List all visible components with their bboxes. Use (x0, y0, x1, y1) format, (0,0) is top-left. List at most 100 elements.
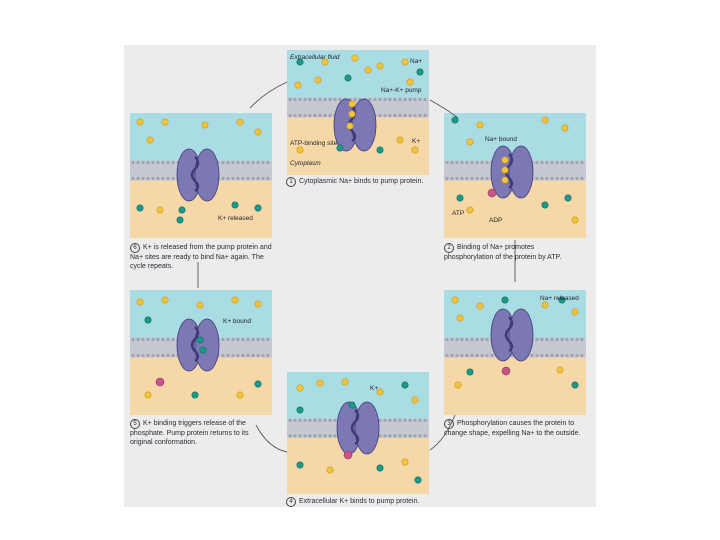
step-number-5: 5 (130, 419, 140, 429)
panel-1-lipid-head (308, 97, 312, 102)
panel-4-lipid-head (293, 418, 297, 422)
panel-2-lipid-head (460, 160, 464, 165)
panel-5-lipid-head (226, 337, 230, 342)
panel-6-lipid-head (236, 160, 240, 165)
panel-2-lipid-head (445, 176, 449, 181)
panel-2-lipid-head (550, 160, 554, 165)
sodium-ion (348, 110, 356, 118)
panel-4-lipid-head (288, 418, 292, 422)
panel-3-lipid-head (580, 353, 584, 358)
panel-2-lipid-head (570, 176, 574, 181)
sodium-ion (341, 378, 349, 386)
panel-3-lipid-head (465, 353, 469, 358)
sodium-ion (541, 301, 549, 309)
potassium-ion (196, 336, 204, 344)
panel-6-lipid-head (256, 176, 260, 181)
panel-4-lipid-head (408, 434, 412, 438)
label-adp: ADP (489, 217, 503, 224)
panel-1-lipid-head (378, 113, 382, 118)
panel-3-lipid-head (470, 353, 474, 358)
step-number-1: 1 (286, 177, 296, 187)
phosphate (501, 366, 511, 376)
panel-2-lipid-head (475, 176, 479, 181)
sodium-ion (254, 300, 262, 308)
panel-5-lipid-head (136, 337, 140, 342)
sodium-ion (146, 136, 154, 144)
panel-6-lipid-head (141, 160, 145, 165)
panel-6-lipid-head (146, 176, 150, 181)
panel-4-lipid-head (408, 418, 412, 422)
panel-4-lipid-head (403, 434, 407, 438)
panel-5-lipid-head (266, 353, 270, 358)
sodium-ion (466, 138, 474, 146)
sodium-ion (466, 206, 474, 214)
step-text-2: Binding of Na+ promotes phosphorylation … (444, 244, 562, 261)
label-na-plus: Na+ (410, 58, 423, 65)
panel-5-lipid-head (166, 337, 170, 342)
panel-2-lipid-head (475, 160, 479, 165)
sodium-ion (348, 100, 356, 108)
panel-6-lipid-head (241, 176, 245, 181)
cycle-arrow (429, 414, 456, 451)
panel-2-lipid-head (485, 176, 489, 181)
sodium-ion (376, 388, 384, 396)
sodium-ion (136, 118, 144, 126)
panel-5-lipid-head (161, 353, 165, 358)
panel-1-lipid-head (333, 97, 337, 102)
panel-1-lipid-head (403, 97, 407, 102)
panel-3-lipid-head (475, 353, 479, 358)
sodium-ion (314, 76, 322, 84)
panel-3-lipid-head (565, 337, 569, 342)
panel-5-lipid-head (226, 353, 230, 358)
panel-6-lipid-head (246, 176, 250, 181)
panel-5-lipid-head (256, 353, 260, 358)
cycle-arrow (255, 424, 288, 453)
panel-1-lipid-head (368, 97, 372, 102)
cycle-arrow (249, 81, 288, 109)
panel-6-lipid-head (231, 176, 235, 181)
panel-4-lipid-head (313, 434, 317, 438)
panel-2-lipid-head (540, 160, 544, 165)
panel-2-lipid-head (555, 176, 559, 181)
sodium-ion (201, 121, 209, 129)
panel-6-lipid-head (131, 160, 135, 165)
potassium-ion (254, 380, 262, 388)
potassium-ion (296, 406, 304, 414)
panel-2-pump-right (508, 145, 534, 199)
potassium-ion (178, 206, 186, 214)
panel-1-lipid-head (413, 97, 417, 102)
panel-6-lipid-head (246, 160, 250, 165)
sodium-ion (364, 66, 372, 74)
potassium-ion (558, 296, 566, 304)
label-cytoplasm: Cytoplasm (290, 160, 321, 167)
panel-6-lipid-head (166, 176, 170, 181)
potassium-ion (416, 68, 424, 76)
panel-6-lipid-head (156, 160, 160, 165)
panel-3-lipid-head (575, 353, 579, 358)
panel-3-lipid-head (460, 353, 464, 358)
sodium-ion (254, 128, 262, 136)
panel-6-lipid-head (156, 176, 160, 181)
panel-1-lipid-head (388, 113, 392, 118)
sodium-ion (144, 391, 152, 399)
panel-2-lipid-head (550, 176, 554, 181)
panel-3-lipid-head (570, 353, 574, 358)
panel-3-lipid-head (445, 353, 449, 358)
panel-5-lipid-head (131, 337, 135, 342)
panel-5-lipid-head (136, 353, 140, 358)
panel-4-lipid-head (423, 434, 427, 438)
panel-5-lipid-head (131, 353, 135, 358)
potassium-ion (199, 346, 207, 354)
sodium-ion (161, 118, 169, 126)
sodium-ion (376, 62, 384, 70)
panel-1-lipid-head (288, 97, 292, 102)
panel-5-lipid-head (241, 353, 245, 358)
sodium-ion (541, 116, 549, 124)
panel-1-lipid-head (393, 113, 397, 118)
panel-5-lipid-head (261, 353, 265, 358)
panel-5-lipid-head (221, 353, 225, 358)
panel-1-lipid-head (398, 97, 402, 102)
panel-4-lipid-head (323, 418, 327, 422)
potassium-ion (176, 216, 184, 224)
